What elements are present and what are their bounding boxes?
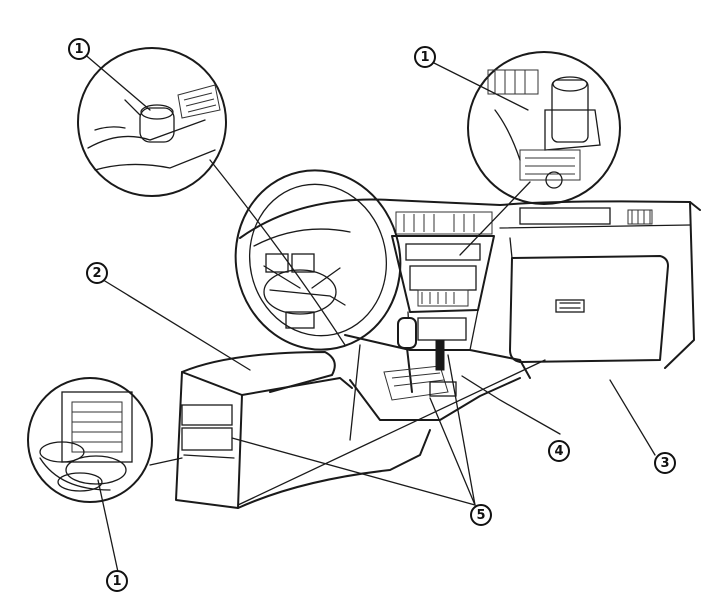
callout-label: 1 xyxy=(420,49,430,65)
detail-bubble-top-left xyxy=(77,47,227,197)
leader-lines xyxy=(81,51,656,573)
rear-console xyxy=(149,351,431,509)
callout-label: 1 xyxy=(112,573,122,589)
steering-wheel xyxy=(234,169,402,351)
callout-label: 1 xyxy=(74,41,84,57)
callout-3: 3 xyxy=(654,452,676,474)
callout-label: 4 xyxy=(554,443,564,459)
callout-2: 2 xyxy=(86,262,108,284)
callout-1-top-right: 1 xyxy=(414,46,436,68)
dashboard xyxy=(239,198,701,369)
callout-label: 3 xyxy=(660,455,670,471)
detail-bubble-top-right xyxy=(467,51,621,205)
center-console xyxy=(344,317,531,441)
callout-1-bottom: 1 xyxy=(106,570,128,592)
callout-label: 5 xyxy=(476,507,486,523)
callout-label: 2 xyxy=(92,265,102,281)
callout-1-top-left: 1 xyxy=(68,38,90,60)
callout-5: 5 xyxy=(470,504,492,526)
detail-bubble-bottom xyxy=(27,377,153,503)
callout-4: 4 xyxy=(548,440,570,462)
